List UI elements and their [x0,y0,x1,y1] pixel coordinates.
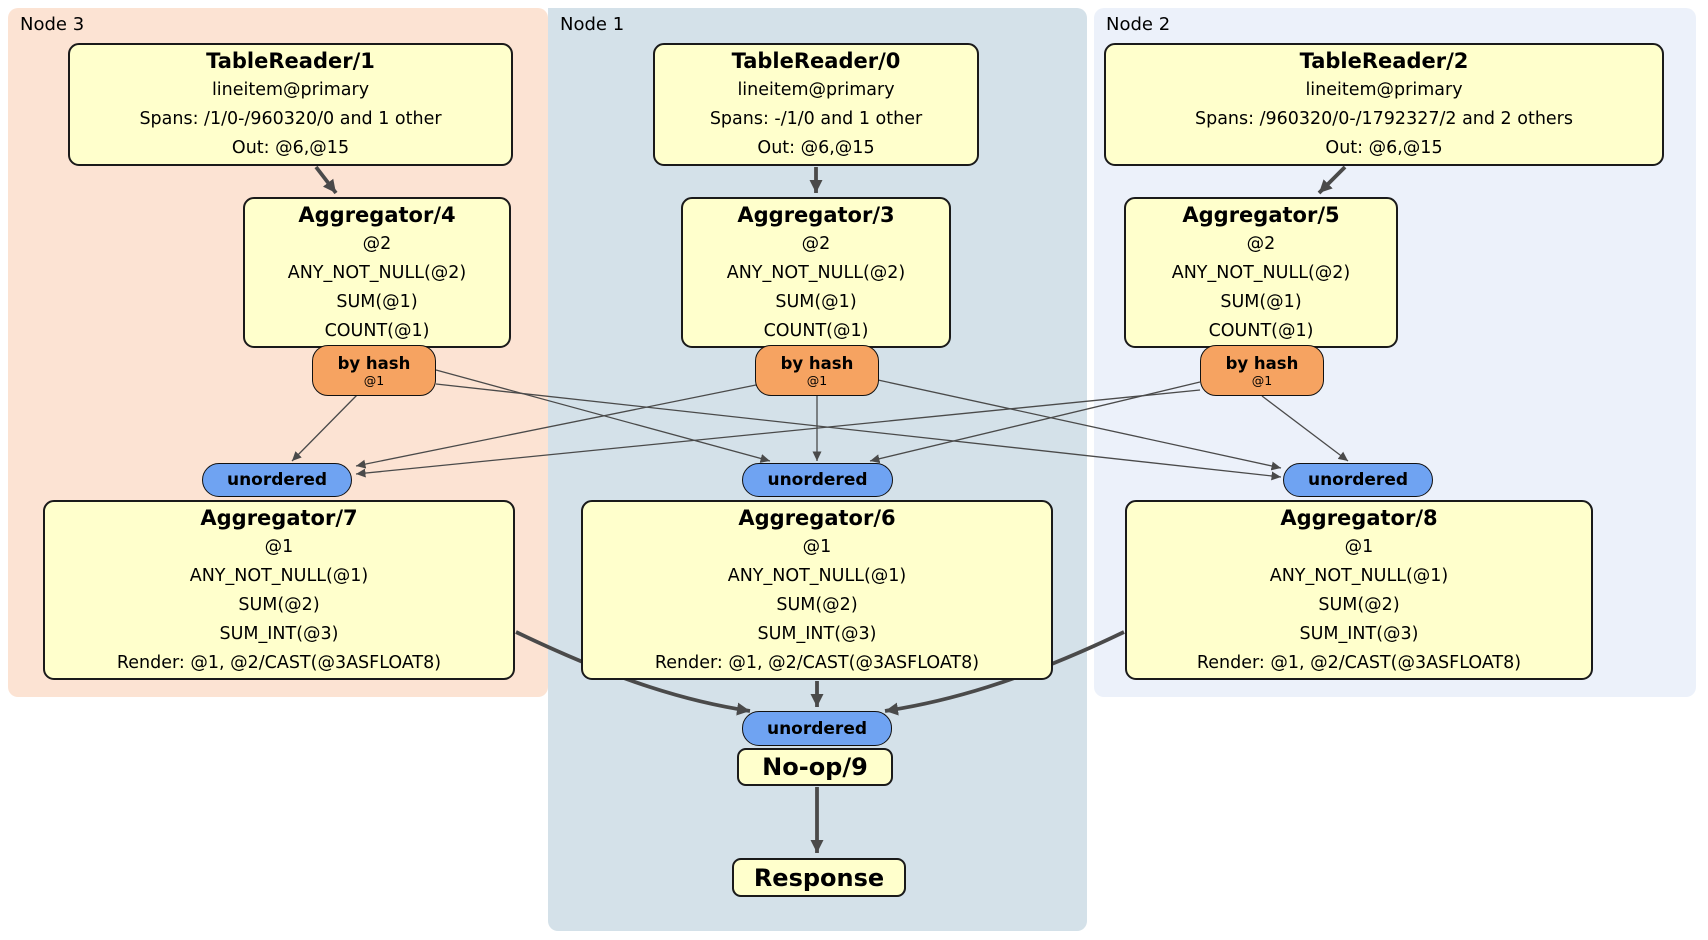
panel-node1-label: Node 1 [560,14,625,35]
processor-title: Aggregator/7 [200,505,358,530]
sync-unordered-node2: unordered [1283,463,1433,497]
processor-title: Aggregator/4 [298,202,456,227]
processor-detail-line: COUNT(@1) [324,320,430,341]
processor-detail-line: @2 [801,233,831,254]
processor-detail-line: Render: @1, @2/CAST(@3ASFLOAT8) [1196,652,1522,673]
processor-detail-line: Render: @1, @2/CAST(@3ASFLOAT8) [116,652,442,673]
edge-hash2-to-sync3 [355,389,1201,478]
edge-tr2-to-agg5 [1317,165,1347,195]
router-label: by hash [1225,353,1299,373]
router-label: by hash [337,353,411,373]
processor-aggregator-5: Aggregator/5 @2 ANY_NOT_NULL(@2) SUM(@1)… [1124,197,1398,348]
processor-aggregator-3: Aggregator/3 @2 ANY_NOT_NULL(@2) SUM(@1)… [681,197,951,348]
processor-tablereader-1: TableReader/1 lineitem@primary Spans: /1… [68,43,513,166]
router-key: @1 [363,372,385,388]
processor-detail-line: COUNT(@1) [763,320,869,341]
processor-detail-line: @1 [802,536,832,557]
sync-unordered-node3: unordered [202,463,352,497]
edge-agg7-to-final-sync [515,630,751,716]
processor-detail-line: ANY_NOT_NULL(@1) [727,565,907,586]
processor-tablereader-2: TableReader/2 lineitem@primary Spans: /9… [1104,43,1664,166]
sync-unordered-final: unordered [742,711,892,746]
processor-response: Response [732,858,906,897]
sync-unordered-node1: unordered [742,463,893,497]
processor-detail-line: SUM_INT(@3) [219,623,339,644]
processor-detail-line: SUM(@1) [336,291,418,312]
processor-detail-line: ANY_NOT_NULL(@1) [189,565,369,586]
processor-title: TableReader/1 [206,49,375,73]
processor-detail-line: Out: @6,@15 [1325,138,1443,158]
processor-title: TableReader/0 [731,49,901,73]
processor-detail-line: Render: @1, @2/CAST(@3ASFLOAT8) [654,652,980,673]
edge-hash2-to-sync2 [1261,395,1349,462]
processor-detail-line: @1 [264,536,294,557]
processor-aggregator-7: Aggregator/7 @1 ANY_NOT_NULL(@1) SUM(@2)… [43,500,515,680]
router-by-hash-node2: by hash @1 [1200,345,1324,396]
router-key: @1 [806,372,828,388]
processor-detail-line: @2 [1246,233,1276,254]
processor-detail-line: ANY_NOT_NULL(@1) [1269,565,1449,586]
processor-detail-line: Spans: /1/0-/960320/0 and 1 other [139,109,442,129]
processor-title: Aggregator/5 [1182,202,1340,227]
processor-detail-line: SUM(@2) [1318,594,1400,615]
router-label: by hash [780,353,854,373]
processor-detail-line: SUM(@1) [775,291,857,312]
processor-detail-line: ANY_NOT_NULL(@2) [726,262,906,283]
processor-detail-line: lineitem@primary [211,80,370,100]
processor-aggregator-4: Aggregator/4 @2 ANY_NOT_NULL(@2) SUM(@1)… [243,197,511,348]
edge-hash1-to-sync3 [355,384,757,469]
processor-title: Response [753,863,885,892]
processor-detail-line: lineitem@primary [737,80,895,100]
sync-label: unordered [767,470,868,490]
sync-label: unordered [226,470,328,490]
processor-detail-line: Spans: /960320/0-/1792327/2 and 2 others [1194,109,1573,129]
processor-detail-line: SUM(@1) [1220,291,1302,312]
panel-node2-label: Node 2 [1106,14,1171,35]
processor-detail-line: Out: @6,@15 [231,138,350,158]
router-by-hash-node1: by hash @1 [755,345,879,396]
processor-title: Aggregator/3 [737,202,895,227]
panel-node3-label: Node 3 [20,14,85,35]
processor-title: No-op/9 [762,753,868,781]
router-by-hash-node3: by hash @1 [312,345,436,396]
edge-agg8-to-final-sync [884,630,1125,716]
sync-label: unordered [766,718,868,739]
processor-detail-line: COUNT(@1) [1208,320,1314,341]
processor-title: Aggregator/6 [738,505,896,530]
processor-detail-line: Spans: -/1/0 and 1 other [709,109,923,129]
processor-title: Aggregator/8 [1280,505,1438,530]
processor-tablereader-0: TableReader/0 lineitem@primary Spans: -/… [653,43,979,166]
processor-detail-line: @2 [362,233,392,254]
processor-detail-line: ANY_NOT_NULL(@2) [1171,262,1351,283]
processor-detail-line: lineitem@primary [1305,80,1463,100]
processor-detail-line: SUM_INT(@3) [757,623,877,644]
processor-detail-line: SUM(@2) [238,594,320,615]
edge-hash3-to-sync3 [291,393,359,462]
processor-detail-line: ANY_NOT_NULL(@2) [287,262,467,283]
processor-detail-line: Out: @6,@15 [757,138,875,158]
router-key: @1 [1251,372,1273,388]
processor-title: TableReader/2 [1299,49,1469,73]
processor-detail-line: SUM_INT(@3) [1299,623,1419,644]
processor-aggregator-8: Aggregator/8 @1 ANY_NOT_NULL(@1) SUM(@2)… [1125,500,1593,680]
edge-hash3-to-sync2 [435,383,1282,481]
sync-label: unordered [1307,470,1409,490]
edge-hash2-to-sync1 [869,381,1201,464]
processor-detail-line: SUM(@2) [776,594,858,615]
processor-detail-line: @1 [1344,536,1374,557]
edge-tr1-to-agg4 [314,165,338,195]
processor-noop-9: No-op/9 [737,748,893,786]
processor-aggregator-6: Aggregator/6 @1 ANY_NOT_NULL(@1) SUM(@2)… [581,500,1053,680]
edge-hash1-to-sync2 [877,379,1282,471]
